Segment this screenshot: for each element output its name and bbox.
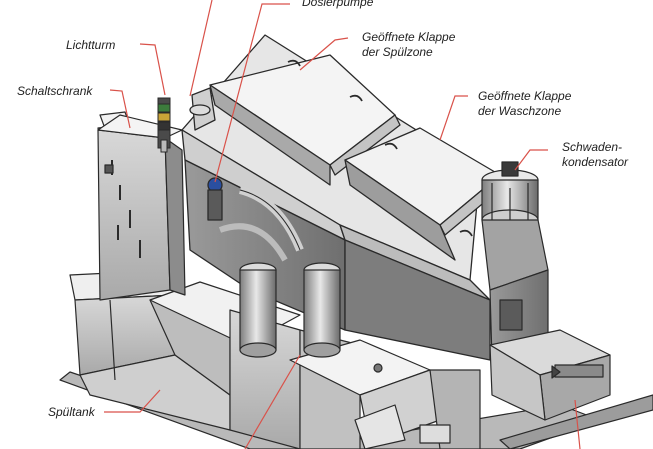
label-schwadenkondensator: Schwaden- kondensator (562, 140, 629, 169)
leader-lichtturm (139, 43, 166, 96)
schwadenkondensator (481, 161, 549, 361)
schaltschrank (97, 111, 186, 301)
leader-spueltank (104, 389, 161, 413)
label-dosierpumpe: Dosierpumpe (302, 0, 374, 9)
leader-spuelzone (299, 37, 349, 71)
lichtturm (157, 97, 171, 153)
label-klappe-spuelzone: Geöffnete Klappe der Spülzone (362, 30, 456, 59)
label-spueltank: Spültank (48, 405, 95, 419)
leader-lines (104, 0, 581, 449)
leader-schaltschrank (109, 89, 131, 129)
label-schaltschrank: Schaltschrank (17, 84, 93, 98)
leader-bottom-right (574, 399, 581, 449)
discharge-conveyor (489, 329, 611, 421)
leader-dosierpumpe (214, 3, 290, 183)
leader-top (189, 0, 213, 97)
label-klappe-waschzone: Geöffnete Klappe der Waschzone (478, 89, 572, 118)
leader-waschzone (439, 95, 468, 141)
leader-schwaden (514, 149, 548, 171)
filter-cylinders (239, 262, 341, 358)
klappe-spuelzone (209, 54, 401, 186)
label-lichtturm: Lichtturm (66, 38, 116, 52)
leader-bottom (244, 354, 301, 449)
